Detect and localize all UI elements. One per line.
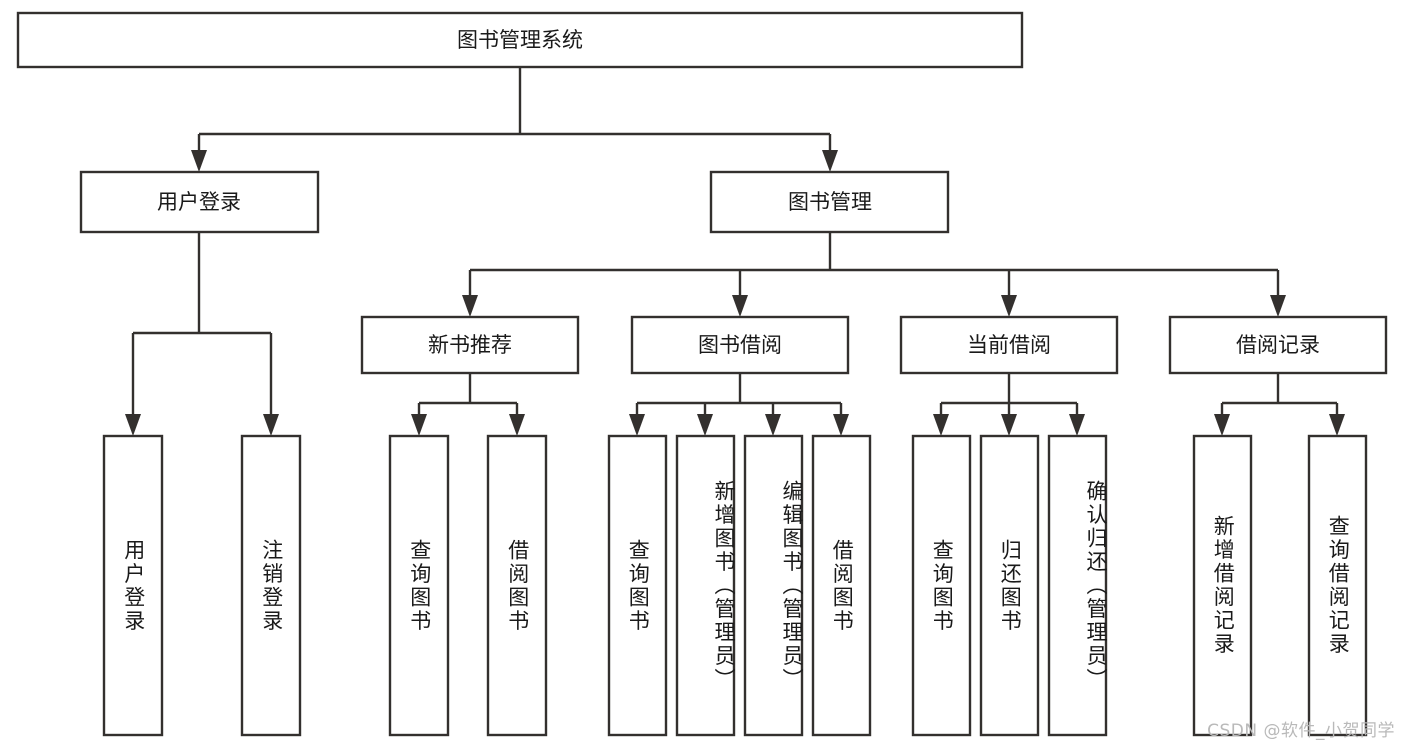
arrow-head-icon	[411, 414, 427, 436]
node-user-login[interactable]: 用户登录	[79, 170, 320, 234]
leaf-box-recommend-query[interactable]	[388, 434, 450, 737]
node-box[interactable]	[16, 11, 1024, 69]
arrow-head-icon	[1329, 414, 1345, 436]
leaf-box-record-add[interactable]	[1192, 434, 1253, 737]
connector-new-book-to-leaves	[411, 373, 525, 436]
node-book-manage[interactable]: 图书管理	[709, 170, 950, 234]
connector-book-borrow-to-leaves	[629, 373, 849, 436]
arrow-head-icon	[1001, 414, 1017, 436]
node-label: 借阅记录	[1236, 333, 1320, 357]
arrow-head-icon	[697, 414, 713, 436]
node-label: 图书借阅	[698, 333, 782, 357]
leaf-box-recommend-borrow[interactable]	[486, 434, 548, 737]
arrow-head-icon	[765, 414, 781, 436]
arrow-head-icon	[1270, 295, 1286, 317]
arrow-head-icon	[509, 414, 525, 436]
leaf-box-borrow-lend[interactable]	[811, 434, 872, 737]
connector-user-login-to-leaves	[125, 232, 279, 436]
arrow-head-icon	[933, 414, 949, 436]
arrow-head-icon	[1069, 414, 1085, 436]
leaf-box-current-confirm[interactable]	[1047, 434, 1108, 737]
node-box[interactable]	[79, 170, 320, 234]
leaf-box-borrow-edit[interactable]	[743, 434, 804, 737]
arrow-head-icon	[732, 295, 748, 317]
node-box[interactable]	[899, 315, 1119, 375]
leaf-box-current-query[interactable]	[911, 434, 972, 737]
node-label: 图书管理系统	[457, 28, 583, 52]
node-label: 用户登录	[157, 190, 241, 214]
arrow-head-icon	[263, 414, 279, 436]
connector-book-manage-to-level3	[462, 232, 1286, 317]
node-borrow-record[interactable]: 借阅记录	[1168, 315, 1388, 375]
arrow-head-icon	[629, 414, 645, 436]
arrow-head-icon	[191, 150, 207, 172]
connector-borrow-record-to-leaves	[1214, 373, 1345, 436]
node-box[interactable]	[360, 315, 580, 375]
node-label: 新书推荐	[428, 333, 512, 357]
leaf-box-borrow-add[interactable]	[675, 434, 736, 737]
node-root[interactable]: 图书管理系统	[16, 11, 1024, 69]
connector-current-borrow-to-leaves	[933, 373, 1085, 436]
leaf-box-current-return[interactable]	[979, 434, 1040, 737]
connector-root-to-level2	[191, 67, 838, 172]
node-new-book-recommend[interactable]: 新书推荐	[360, 315, 580, 375]
node-label: 图书管理	[788, 190, 872, 214]
node-box[interactable]	[1168, 315, 1388, 375]
node-label: 当前借阅	[967, 333, 1051, 357]
arrow-head-icon	[833, 414, 849, 436]
node-book-borrow[interactable]: 图书借阅	[630, 315, 850, 375]
arrow-head-icon	[822, 150, 838, 172]
leaf-box-user-login-logout[interactable]	[240, 434, 302, 737]
leaf-box-borrow-query[interactable]	[607, 434, 668, 737]
leaf-box-record-query[interactable]	[1307, 434, 1368, 737]
node-current-borrow[interactable]: 当前借阅	[899, 315, 1119, 375]
arrow-head-icon	[1001, 295, 1017, 317]
node-box[interactable]	[630, 315, 850, 375]
leaf-box-user-login-login[interactable]	[102, 434, 164, 737]
arrow-head-icon	[1214, 414, 1230, 436]
arrow-head-icon	[462, 295, 478, 317]
node-box[interactable]	[709, 170, 950, 234]
arrow-head-icon	[125, 414, 141, 436]
